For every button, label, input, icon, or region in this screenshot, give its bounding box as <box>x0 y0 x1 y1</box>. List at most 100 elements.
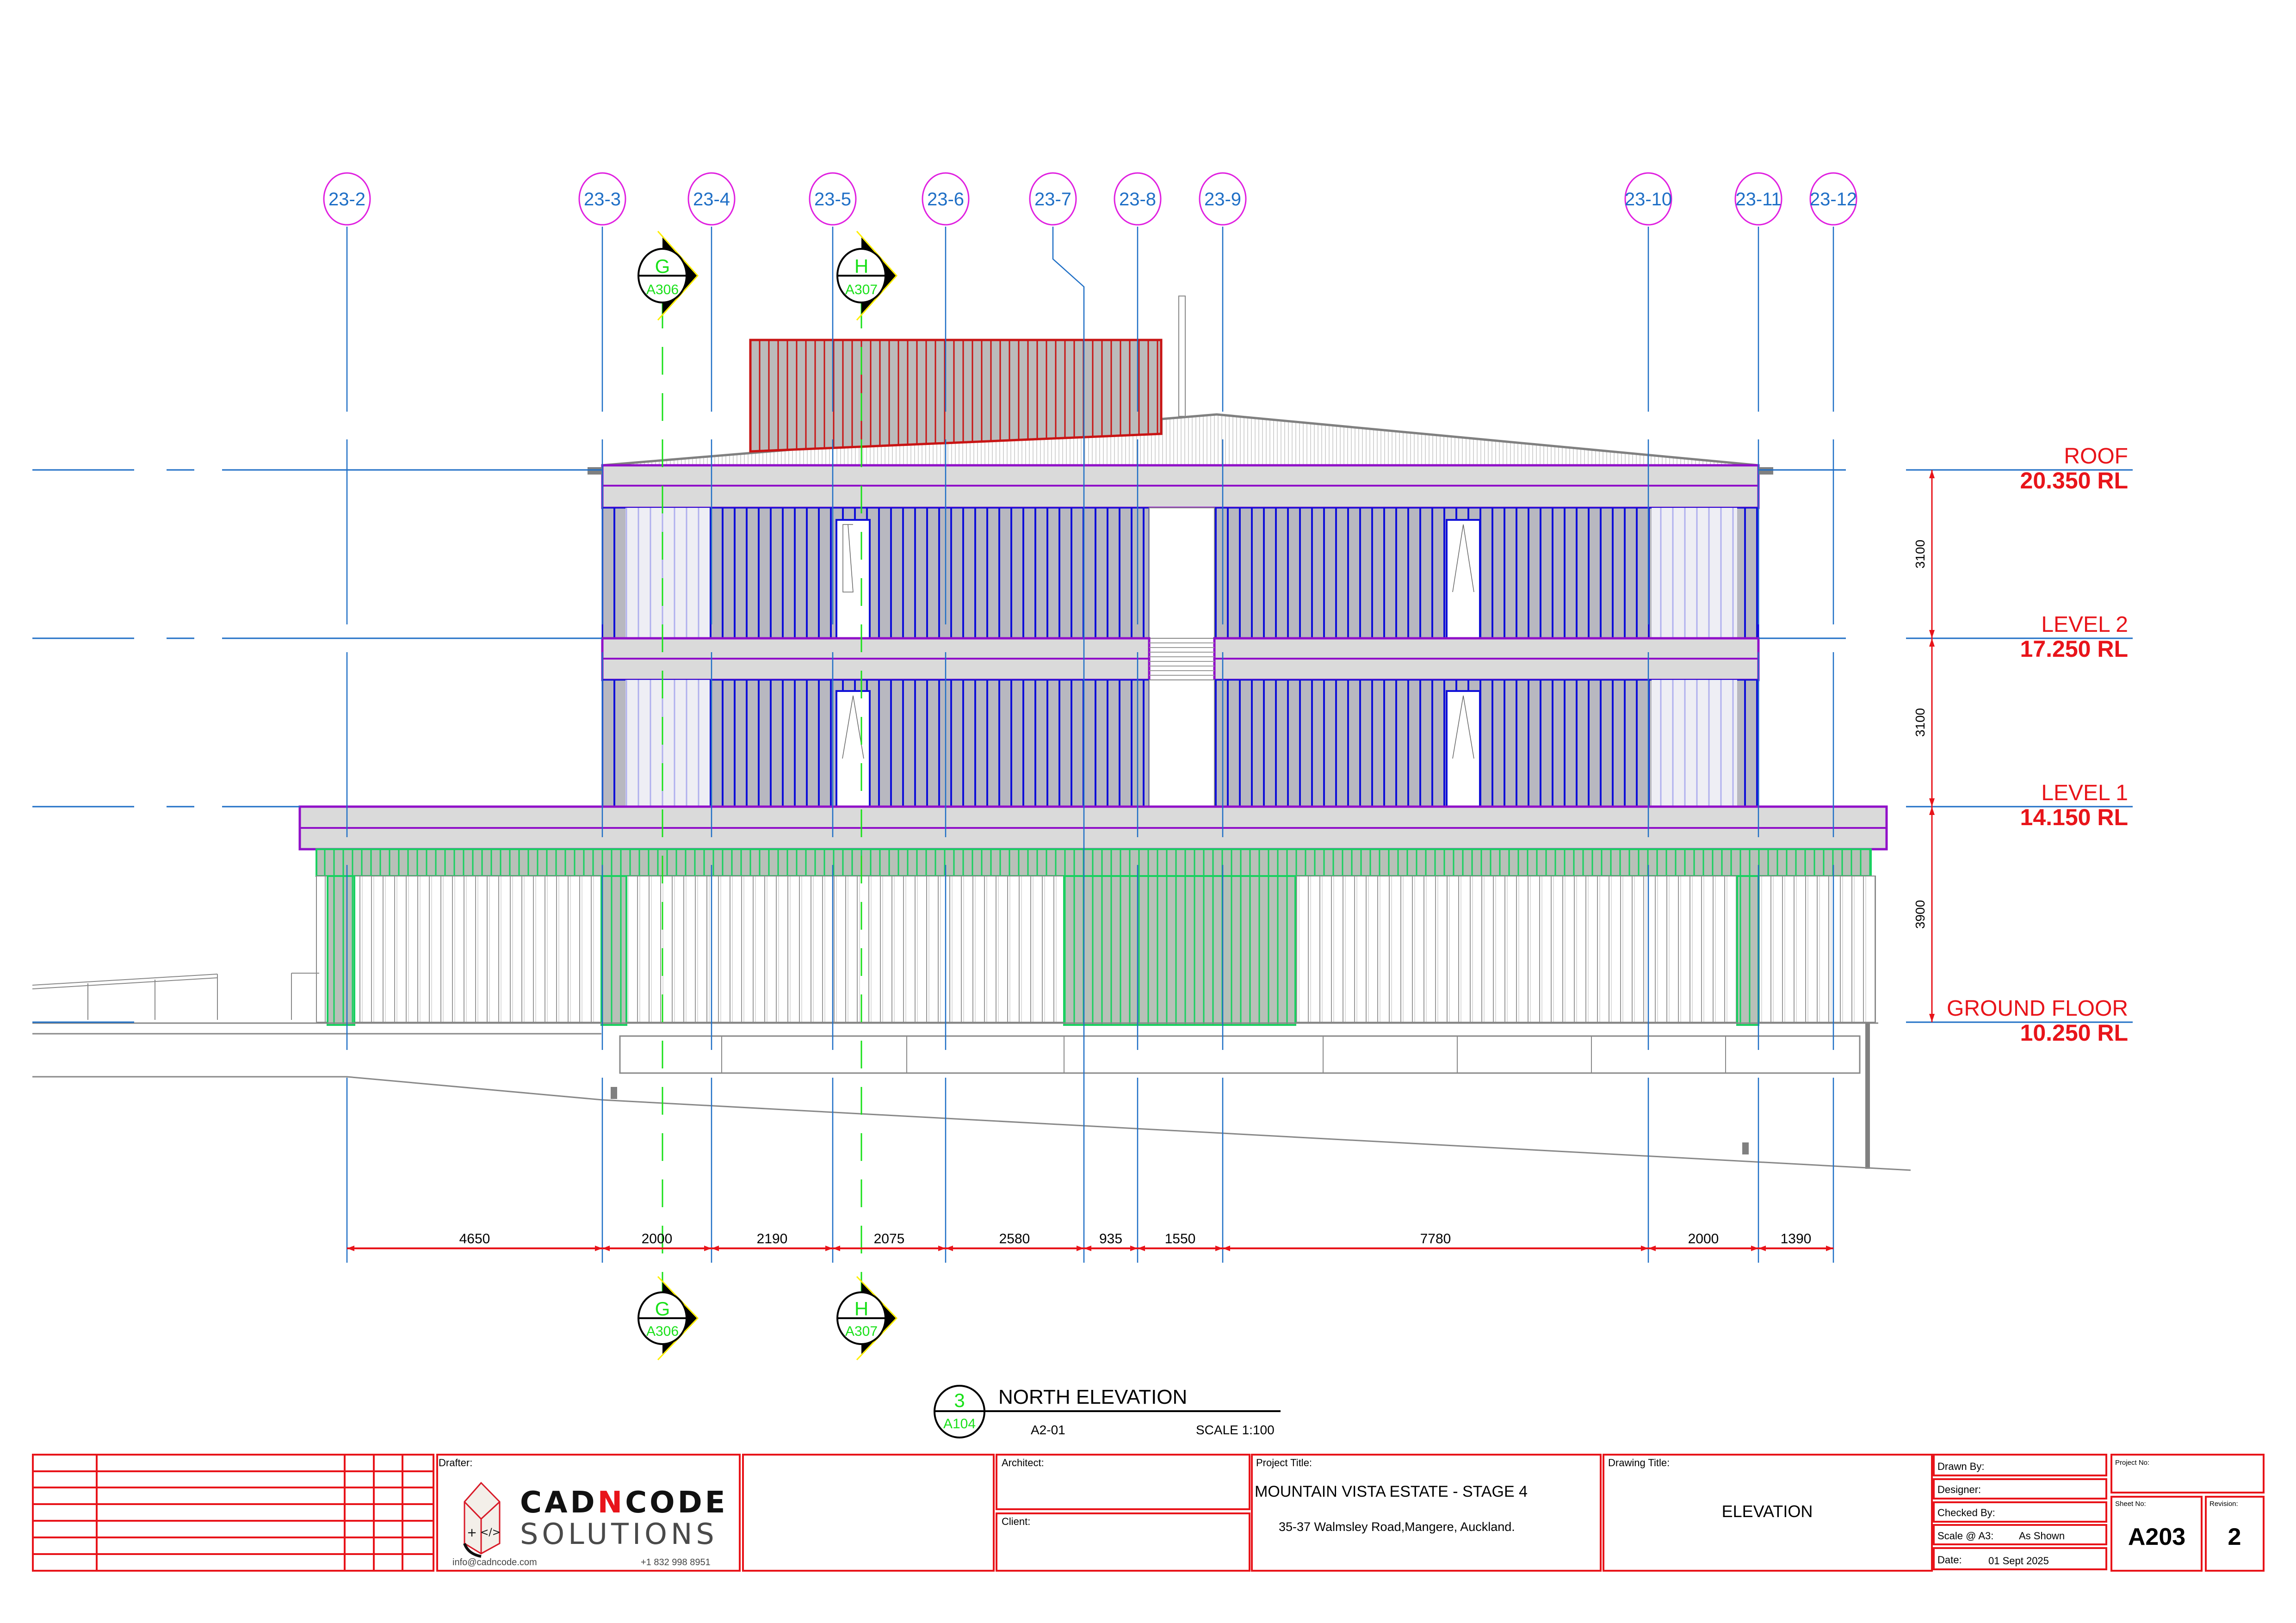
grid-lines <box>346 227 1834 1263</box>
svg-text:23-11: 23-11 <box>1735 189 1781 210</box>
svg-text:H: H <box>854 1298 868 1320</box>
svg-text:H: H <box>854 255 868 277</box>
svg-text:A104: A104 <box>943 1416 976 1432</box>
svg-text:info@cadncode.com: info@cadncode.com <box>452 1557 537 1567</box>
svg-text:Project No:: Project No: <box>2115 1459 2149 1467</box>
svg-text:2580: 2580 <box>999 1231 1030 1247</box>
level1-light-panel-right <box>1652 680 1737 807</box>
svg-text:3900: 3900 <box>1913 900 1927 929</box>
svg-text:1390: 1390 <box>1781 1231 1812 1247</box>
svg-text:23-6: 23-6 <box>927 189 964 210</box>
date-box <box>1933 1547 2107 1570</box>
architect-box <box>996 1454 1250 1510</box>
svg-text:14.150 RL: 14.150 RL <box>2020 804 2128 830</box>
level1-stair-gap <box>1149 679 1215 807</box>
rooftop-screen <box>749 339 1163 453</box>
svg-text:Date:: Date: <box>1937 1554 1962 1566</box>
scale-box <box>1933 1524 2107 1545</box>
section-marker-h-top[interactable]: H A307 <box>836 230 898 321</box>
title-block-text: Drafter: + </> CADNCODE SOLUTIONS info@c… <box>439 1457 2241 1567</box>
svg-text:Sheet No:: Sheet No: <box>2115 1500 2146 1508</box>
svg-text:LEVEL 2: LEVEL 2 <box>2041 612 2128 637</box>
svg-text:3100: 3100 <box>1913 540 1927 568</box>
grid-bubble-23-2: 23-2 <box>323 172 371 226</box>
svg-text:23-10: 23-10 <box>1625 189 1672 210</box>
section-marker-g-top[interactable]: G A306 <box>637 230 699 321</box>
svg-text:2000: 2000 <box>642 1231 673 1247</box>
section-marker-h-bottom[interactable]: H A307 <box>836 1276 898 1361</box>
svg-text:23-2: 23-2 <box>328 189 365 210</box>
level-2: LEVEL 217.250 RL <box>2020 612 2128 662</box>
podium-base <box>619 1035 1861 1074</box>
svg-text:GROUND FLOOR: GROUND FLOOR <box>1947 996 2128 1021</box>
svg-text:23-7: 23-7 <box>1034 189 1071 210</box>
svg-text:23-9: 23-9 <box>1204 189 1241 210</box>
natural-ground-line <box>32 1076 1911 1171</box>
view-code: A2-01 <box>1031 1423 1065 1437</box>
grid-bubble-23-5: 23-5 <box>809 172 857 226</box>
drawn-by-box <box>1933 1454 2107 1476</box>
svg-text:A307: A307 <box>845 282 878 297</box>
grid-bubble-23-3: 23-3 <box>578 172 626 226</box>
level2-window-left <box>835 519 871 639</box>
svg-text:23-3: 23-3 <box>584 189 621 210</box>
svg-text:+1 832 998 8951: +1 832 998 8951 <box>641 1557 711 1567</box>
grid-bubble-23-4: 23-4 <box>687 172 736 226</box>
svg-text:23-12: 23-12 <box>1810 189 1857 210</box>
project-title-box <box>1251 1454 1602 1572</box>
section-cut-lines <box>662 301 862 1295</box>
svg-text:A306: A306 <box>646 1324 679 1339</box>
svg-text:23-4: 23-4 <box>693 189 730 210</box>
grid-bubble-23-7: 23-7 <box>1029 172 1077 226</box>
level2-stair-gap <box>1149 507 1215 639</box>
view-scale: SCALE 1:100 <box>1196 1423 1275 1437</box>
svg-text:A307: A307 <box>845 1324 878 1339</box>
project-no-box <box>2110 1454 2265 1493</box>
client-box <box>996 1512 1250 1572</box>
svg-text:3: 3 <box>954 1389 965 1411</box>
svg-text:Project Title:: Project Title: <box>1256 1457 1312 1469</box>
view-title: NORTH ELEVATION <box>998 1386 1187 1408</box>
revision-box <box>2205 1496 2265 1572</box>
building-elevation <box>32 296 1911 1171</box>
view-title-block: 3 A104 NORTH ELEVATION A2-01 SCALE 1:100 <box>934 1385 1281 1438</box>
svg-text:1550: 1550 <box>1165 1231 1196 1247</box>
level1-window-right <box>1446 690 1481 808</box>
grid-bubbles: 23-2 23-3 23-4 23-5 23-6 23-7 23-8 23-9 … <box>323 172 1857 226</box>
svg-text:23-5: 23-5 <box>814 189 851 210</box>
svg-text:Checked By:: Checked By: <box>1937 1507 1995 1518</box>
vertical-dimensions: 3100 3100 3900 <box>1913 470 1935 1022</box>
grid-line-23-7 <box>1052 227 1085 1263</box>
grid-bubble-23-10: 23-10 <box>1624 172 1672 226</box>
svg-text:As Shown: As Shown <box>2019 1530 2065 1542</box>
blank-box <box>742 1454 995 1572</box>
level1-light-panel-left <box>625 680 710 807</box>
svg-text:Drawn By:: Drawn By: <box>1937 1461 1984 1472</box>
level2-light-panel-left <box>625 508 710 638</box>
checked-by-box <box>1933 1501 2107 1523</box>
horizontal-dimensions: 4650 2000 2190 2075 2580 935 1550 7780 2… <box>347 1231 1833 1251</box>
ground-green-wall-centre <box>1063 875 1296 1026</box>
svg-text:23-8: 23-8 <box>1119 189 1156 210</box>
grid-bubble-23-9: 23-9 <box>1199 172 1247 226</box>
grid-bubble-23-11: 23-11 <box>1734 172 1782 226</box>
level2-light-panel-right <box>1652 508 1737 638</box>
project-title: MOUNTAIN VISTA ESTATE - STAGE 4 <box>1255 1483 1528 1500</box>
svg-text:Drawing Title:: Drawing Title: <box>1608 1457 1670 1469</box>
svg-text:CADNCODE: CADNCODE <box>520 1486 728 1520</box>
stair-treads <box>1149 642 1214 676</box>
svg-text:10.250 RL: 10.250 RL <box>2020 1020 2128 1046</box>
roof-mast <box>1178 296 1186 417</box>
grid-bubble-23-12: 23-12 <box>1809 172 1857 226</box>
svg-text:LEVEL 1: LEVEL 1 <box>2041 781 2128 805</box>
project-address: 35-37 Walmsley Road,Mangere, Auckland. <box>1279 1520 1515 1534</box>
section-marker-g-bottom[interactable]: G A306 <box>637 1276 699 1361</box>
svg-text:Architect:: Architect: <box>1002 1457 1044 1469</box>
svg-text:A306: A306 <box>646 282 679 297</box>
svg-text:+: + <box>467 1526 477 1540</box>
ground-green-column-1 <box>327 875 355 1026</box>
svg-text:Designer:: Designer: <box>1937 1484 1981 1495</box>
